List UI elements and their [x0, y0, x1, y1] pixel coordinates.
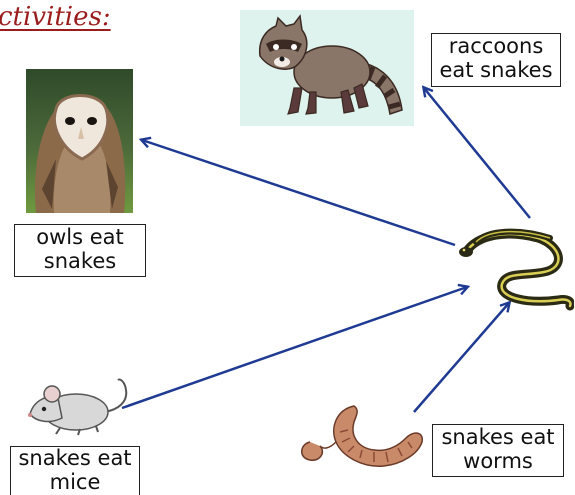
arrow-snake-to-owl — [142, 140, 455, 245]
raccoons-caption: raccoons eat snakes — [431, 33, 561, 87]
worms-caption: snakes eat worms — [432, 424, 564, 477]
raccoon-icon — [240, 10, 414, 126]
barn-owl-icon — [26, 69, 133, 213]
arrow-snake-to-raccoon — [424, 88, 530, 218]
earthworm-icon — [296, 402, 428, 474]
snake-picture — [458, 212, 574, 312]
arrow-mouse-to-snake — [122, 287, 467, 408]
raccoon-picture — [240, 10, 414, 126]
mouse-icon — [22, 372, 134, 438]
owls-caption-line2: snakes — [15, 250, 145, 274]
earthworm-picture — [296, 402, 428, 474]
owls-caption-line1: owls eat — [15, 226, 145, 250]
worms-caption-line1: snakes eat — [433, 426, 563, 450]
mice-caption: snakes eat mice — [10, 446, 140, 495]
owls-caption: owls eat snakes — [14, 224, 146, 277]
mice-caption-line2: mice — [11, 471, 139, 495]
mice-caption-line1: snakes eat — [11, 447, 139, 471]
garter-snake-icon — [458, 212, 574, 312]
arrow-worm-to-snake — [414, 303, 509, 412]
raccoons-caption-line2: eat snakes — [432, 59, 560, 83]
worms-caption-line2: worms — [433, 450, 563, 474]
raccoons-caption-line1: raccoons — [432, 35, 560, 59]
mouse-picture — [22, 372, 134, 438]
owl-photo — [26, 69, 133, 213]
